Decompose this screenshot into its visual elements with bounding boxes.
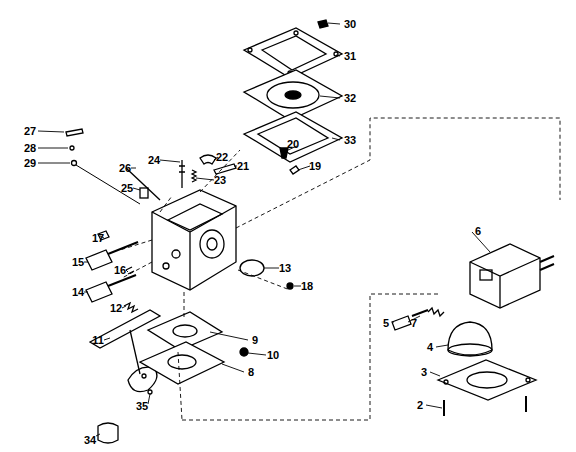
callout-number: 31 — [343, 50, 357, 62]
callout-number: 2 — [416, 399, 424, 411]
callout-number: 33 — [343, 134, 357, 146]
callout-number: 21 — [236, 160, 250, 172]
callout-number: 34 — [83, 434, 97, 446]
callout-number: 15 — [71, 256, 85, 268]
callout-number: 29 — [23, 157, 37, 169]
callout-number: 12 — [109, 302, 123, 314]
callout-number: 19 — [308, 160, 322, 172]
callout-number: 10 — [266, 349, 280, 361]
callout-number: 28 — [23, 142, 37, 154]
callout-number: 14 — [71, 286, 85, 298]
callout-number: 20 — [286, 138, 300, 150]
callout-number: 9 — [251, 334, 259, 346]
callout-number: 18 — [300, 280, 314, 292]
callout-number: 6 — [474, 225, 482, 237]
callout-number: 11 — [91, 334, 105, 346]
callout-number: 35 — [135, 400, 149, 412]
callout-number: 13 — [278, 262, 292, 274]
callout-number: 25 — [120, 182, 134, 194]
callout-number: 32 — [343, 92, 357, 104]
callout-number: 3 — [420, 366, 428, 378]
callout-number: 8 — [247, 366, 255, 378]
callout-number: 23 — [213, 174, 227, 186]
callout-number: 22 — [215, 151, 229, 163]
callout-number: 27 — [23, 125, 37, 137]
callout-number: 16 — [113, 264, 127, 276]
callout-number: 24 — [147, 154, 161, 166]
callout-number: 17 — [91, 232, 105, 244]
callout-number: 26 — [118, 162, 132, 174]
callout-number: 5 — [382, 317, 390, 329]
callout-number: 4 — [426, 341, 434, 353]
callout-number: 30 — [343, 18, 357, 30]
callout-number: 7 — [410, 317, 418, 329]
